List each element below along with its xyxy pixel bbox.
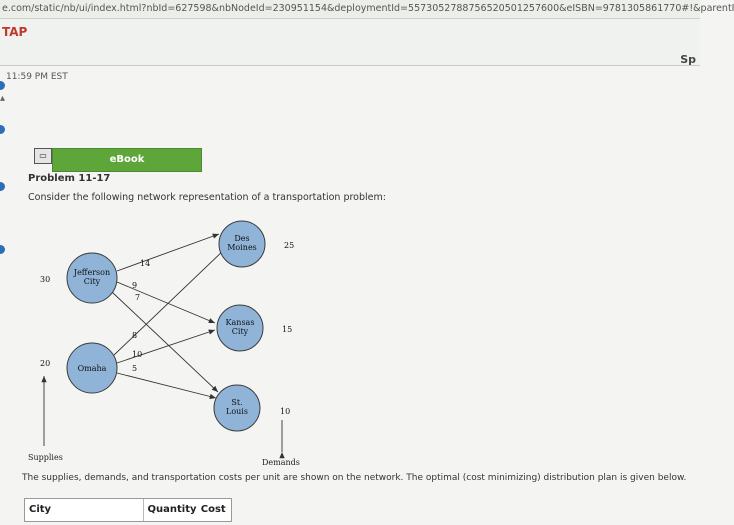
arc-om-sl bbox=[116, 372, 217, 400]
cost-label: 8 bbox=[132, 331, 137, 340]
node-st-louis: St. Louis bbox=[213, 384, 261, 432]
demand-value: 10 bbox=[280, 407, 290, 416]
problem-description: The supplies, demands, and transportatio… bbox=[22, 473, 687, 483]
nav-dot-icon[interactable] bbox=[0, 81, 5, 90]
due-time: 11:59 PM EST bbox=[6, 72, 68, 82]
arc-om-dm bbox=[113, 247, 227, 356]
tap-label[interactable]: TAP bbox=[2, 25, 28, 39]
problem-title: Problem 11-17 bbox=[28, 173, 111, 184]
node-kansas-city: Kansas City bbox=[216, 304, 264, 352]
column-header-cost: Cost bbox=[200, 504, 226, 515]
node-label: Louis bbox=[226, 407, 248, 416]
sp-label[interactable]: Sp bbox=[680, 53, 696, 66]
ebook-button[interactable]: eBook bbox=[52, 148, 202, 172]
node-label: Kansas bbox=[226, 318, 255, 327]
supply-value: 20 bbox=[40, 359, 50, 368]
url-text: e.com/static/nb/ui/index.html?nbId=62759… bbox=[2, 3, 734, 14]
cost-label: 5 bbox=[132, 364, 137, 373]
node-label: Jefferson bbox=[73, 268, 110, 277]
arc-jc-kc bbox=[116, 281, 216, 324]
cost-label: 9 bbox=[132, 281, 137, 290]
node-label: Moines bbox=[227, 243, 257, 252]
app-header: TAP Sp bbox=[0, 19, 700, 66]
node-label: Omaha bbox=[78, 364, 107, 373]
demand-value: 25 bbox=[284, 241, 294, 250]
arc-om-kc bbox=[116, 329, 216, 364]
node-label: Des bbox=[234, 234, 249, 243]
supply-value: 30 bbox=[40, 275, 50, 284]
transportation-network-diagram: 14 9 7 8 10 5 Jefferson City Omaha Des M… bbox=[40, 220, 294, 459]
node-label: St. bbox=[231, 398, 242, 407]
book-icon[interactable]: ▭ bbox=[34, 148, 52, 164]
arc-jc-sl bbox=[111, 291, 219, 393]
supplies-label: Supplies bbox=[28, 453, 63, 462]
demand-value: 15 bbox=[282, 325, 292, 334]
collapse-arrow-icon[interactable]: ▴ bbox=[0, 93, 6, 104]
node-jefferson-city: Jefferson City bbox=[66, 252, 118, 304]
address-bar[interactable]: e.com/static/nb/ui/index.html?nbId=62759… bbox=[0, 0, 734, 19]
node-label: City bbox=[232, 327, 249, 336]
arc-jc-dm bbox=[116, 233, 220, 272]
node-des-moines: Des Moines bbox=[218, 220, 266, 268]
cost-label: 10 bbox=[132, 350, 142, 359]
cost-label: 14 bbox=[140, 259, 150, 268]
nav-dot-icon[interactable] bbox=[0, 245, 5, 254]
node-omaha: Omaha bbox=[66, 342, 118, 394]
demands-label: Demands bbox=[262, 458, 300, 467]
distribution-table-header: City Quantity Cost bbox=[24, 498, 232, 522]
column-header-quantity: Quantity bbox=[147, 504, 197, 515]
problem-intro: Consider the following network represent… bbox=[28, 192, 386, 203]
node-label: City bbox=[84, 277, 101, 286]
nav-dot-icon[interactable] bbox=[0, 182, 5, 191]
cost-label: 7 bbox=[135, 293, 140, 302]
sidebar-nav bbox=[0, 81, 14, 525]
column-header-city: City bbox=[25, 499, 144, 521]
nav-dot-icon[interactable] bbox=[0, 125, 5, 134]
problem-content: ▭ eBook Problem 11-17 Consider the follo… bbox=[22, 140, 700, 525]
